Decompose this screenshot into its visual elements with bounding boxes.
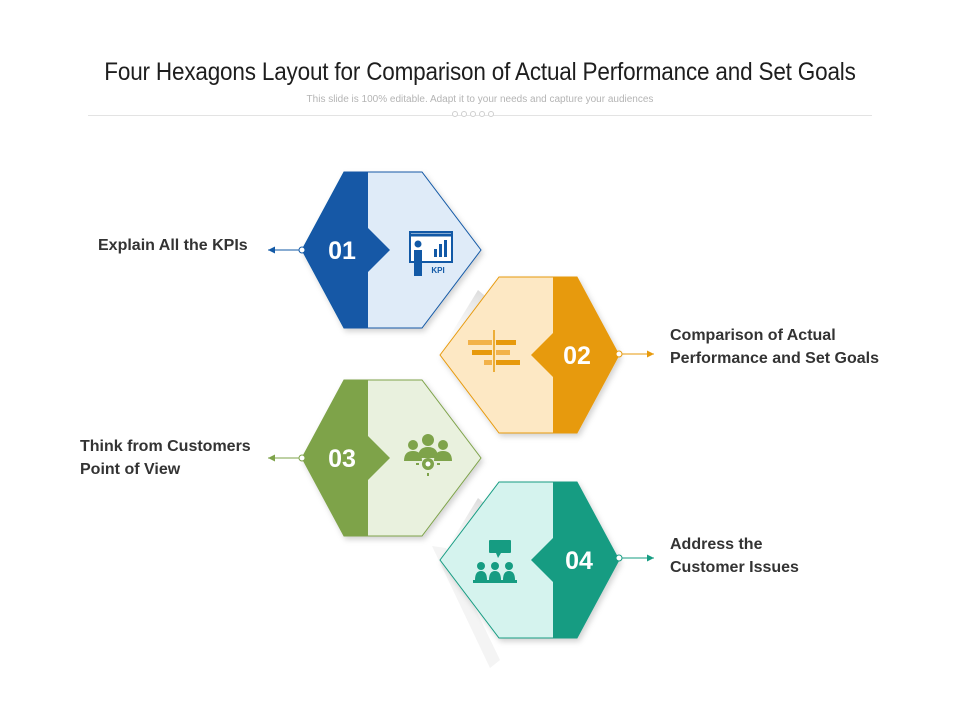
step-label-04: Address the Customer Issues xyxy=(670,536,799,576)
customer-meeting-icon xyxy=(473,540,517,583)
step-number-04: 04 xyxy=(565,547,593,575)
hexagon-step-03: 03 xyxy=(301,379,482,537)
hexagon-step-01: 01 xyxy=(301,171,482,329)
hexagon-dark-half xyxy=(302,172,390,328)
page-title: Four Hexagons Layout for Comparison of A… xyxy=(104,58,856,86)
step-label-02: Comparison of Actual Performance and Set… xyxy=(670,327,879,367)
step-number-02: 02 xyxy=(563,342,591,370)
shadow-wedge xyxy=(432,546,500,668)
step-label-03: Think from Customers Point of View xyxy=(80,438,251,478)
divider-dots xyxy=(452,111,494,117)
hexagon-dark-half xyxy=(531,482,619,638)
connector-04 xyxy=(615,554,654,562)
hexagon-dark-half xyxy=(531,277,619,433)
step-number-01: 01 xyxy=(328,237,356,265)
step-label-01: Explain All the KPIs xyxy=(98,237,248,254)
hexagon-step-04: 04 xyxy=(439,481,620,639)
comparison-bars-icon xyxy=(468,330,520,372)
connector-03 xyxy=(268,454,306,462)
page-subtitle: This slide is 100% editable. Adapt it to… xyxy=(306,94,654,105)
hexagon-step-02: 02 xyxy=(439,276,620,434)
customer-group-icon xyxy=(404,434,452,476)
hexagon-dark-half xyxy=(302,380,390,536)
connector-01 xyxy=(268,246,306,254)
kpi-presentation-icon: KPI xyxy=(409,231,453,276)
step-number-03: 03 xyxy=(328,445,356,473)
connector-02 xyxy=(615,350,654,358)
kpi-icon-text: KPI xyxy=(431,266,444,275)
